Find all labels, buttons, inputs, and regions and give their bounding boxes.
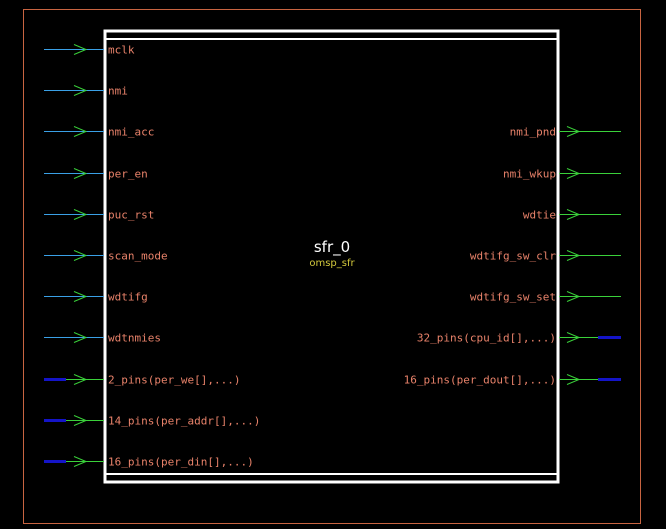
input-pin-nmi-acc[interactable]: nmi_acc — [44, 126, 154, 139]
pin-label: wdtie — [523, 209, 556, 222]
output-pin-nmi-pnd[interactable]: nmi_pnd — [510, 126, 621, 139]
pin-label: per_en — [108, 168, 148, 181]
output-arrow-icon — [566, 209, 581, 220]
input-arrow-icon — [73, 209, 88, 220]
output-pin-16-pins-per-dout[interactable]: 16_pins(per_dout[],...) — [404, 374, 621, 387]
input-arrow-icon — [73, 291, 88, 302]
pin-label: puc_rst — [108, 209, 154, 222]
pin-label: nmi — [108, 85, 128, 98]
pin-label: nmi_acc — [108, 126, 154, 139]
output-arrow-icon — [566, 332, 581, 343]
input-pin-puc-rst[interactable]: puc_rst — [44, 209, 154, 222]
input-pin-wdtifg[interactable]: wdtifg — [44, 291, 148, 304]
output-arrow-icon — [566, 291, 581, 302]
pin-label: 16_pins(per_din[],...) — [108, 456, 254, 469]
pin-label: nmi_wkup — [503, 168, 556, 181]
input-pin-16-pins-per-din[interactable]: 16_pins(per_din[],...) — [44, 456, 254, 469]
input-arrow-icon — [73, 168, 88, 179]
module-name: omsp_sfr — [309, 258, 355, 269]
input-arrow-icon — [73, 415, 88, 426]
input-arrow-icon — [73, 126, 88, 137]
sfr-block[interactable] — [103, 29, 560, 484]
sheet-frame — [23, 9, 641, 524]
pin-label: mclk — [108, 44, 135, 57]
input-pin-per-en[interactable]: per_en — [44, 168, 148, 181]
input-arrow-icon — [73, 44, 88, 55]
pin-label: wdtifg_sw_set — [470, 291, 556, 304]
pin-label: 32_pins(cpu_id[],...) — [417, 332, 556, 345]
output-pin-nmi-wkup[interactable]: nmi_wkup — [503, 168, 621, 181]
output-pin-wdtifg-sw-set[interactable]: wdtifg_sw_set — [470, 291, 621, 304]
input-pin-14-pins-per-addr[interactable]: 14_pins(per_addr[],...) — [44, 415, 260, 428]
input-pin-scan-mode[interactable]: scan_mode — [44, 250, 168, 263]
pin-label: wdtifg — [108, 291, 148, 304]
input-arrow-icon — [73, 456, 88, 467]
output-arrow-icon — [566, 374, 581, 385]
output-pin-wdtifg-sw-clr[interactable]: wdtifg_sw_clr — [470, 250, 621, 263]
pin-label: 14_pins(per_addr[],...) — [108, 415, 260, 428]
input-pin-mclk[interactable]: mclk — [44, 44, 135, 57]
instance-name: sfr_0 — [314, 238, 350, 257]
input-arrow-icon — [73, 250, 88, 261]
output-arrow-icon — [566, 168, 581, 179]
output-arrow-icon — [566, 126, 581, 137]
pin-label: wdtifg_sw_clr — [470, 250, 556, 263]
input-pin-wdtnmies[interactable]: wdtnmies — [44, 332, 161, 345]
pin-label: nmi_pnd — [510, 126, 556, 139]
input-pin-nmi[interactable]: nmi — [44, 85, 128, 98]
pin-label: 16_pins(per_dout[],...) — [404, 374, 556, 387]
output-pin-32-pins-cpu-id[interactable]: 32_pins(cpu_id[],...) — [417, 332, 621, 345]
input-arrow-icon — [73, 374, 88, 385]
output-pin-wdtie[interactable]: wdtie — [523, 209, 621, 222]
pin-label: scan_mode — [108, 250, 168, 263]
pin-label: wdtnmies — [108, 332, 161, 345]
pin-label: 2_pins(per_we[],...) — [108, 374, 240, 387]
input-arrow-icon — [73, 332, 88, 343]
block-outline — [103, 29, 560, 484]
input-pin-2-pins-per-we[interactable]: 2_pins(per_we[],...) — [44, 374, 240, 387]
input-arrow-icon — [73, 85, 88, 96]
output-arrow-icon — [566, 250, 581, 261]
input-pins: mclk nmi nmi_acc per_en puc_rst scan_modewdti… — [44, 44, 260, 469]
